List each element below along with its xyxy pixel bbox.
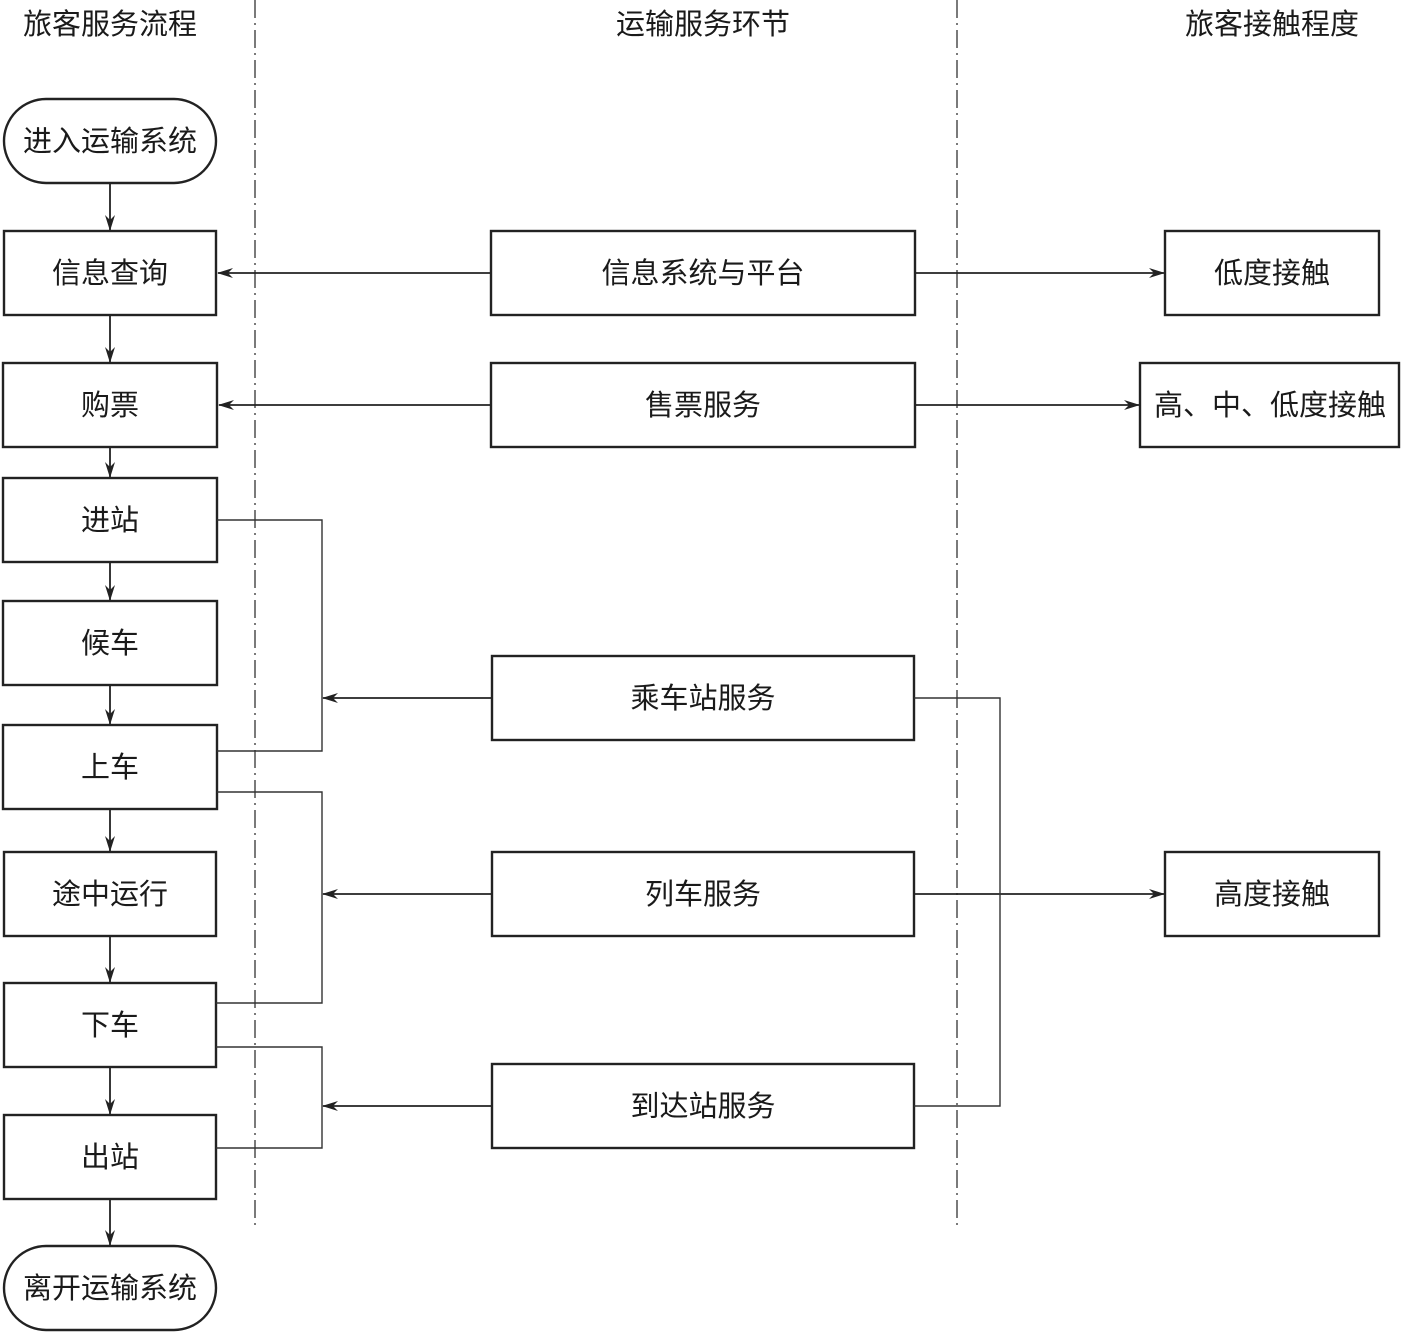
process-step-label: 出站 [81,1140,139,1174]
contact-level-label: 高、中、低度接触 [1154,388,1386,422]
terminator-end-label: 离开运输系统 [23,1271,197,1305]
contact-level-box: 低度接触 [1163,229,1381,317]
process-step: 进站 [1,476,219,564]
terminator-start-label: 进入运输系统 [23,124,197,158]
service-box-label: 信息系统与平台 [601,256,804,290]
process-step: 候车 [1,599,219,687]
contact-level-box: 高度接触 [1163,850,1381,938]
contact-level-box: 高、中、低度接触 [1138,361,1401,449]
process-step-label: 上车 [81,750,139,784]
process-step: 购票 [1,361,219,449]
contact-level-label: 低度接触 [1214,256,1330,290]
process-step: 出站 [2,1113,218,1201]
column-header-contact: 旅客接触程度 [1185,7,1359,41]
process-step: 下车 [2,981,218,1069]
bracket-station-services [914,697,1001,1107]
service-box: 信息系统与平台 [489,229,917,317]
service-box-label: 列车服务 [645,877,761,911]
service-box: 列车服务 [490,850,916,938]
terminator-end: 离开运输系统 [2,1244,218,1332]
bracket-train-service [216,791,323,1004]
process-step: 上车 [1,723,219,811]
process-step: 信息查询 [2,229,218,317]
service-box-label: 乘车站服务 [630,681,775,715]
process-step-label: 途中运行 [52,877,168,911]
column-header-service: 运输服务环节 [616,7,790,41]
process-step-label: 下车 [81,1008,139,1042]
service-box: 乘车站服务 [490,654,916,742]
process-step: 途中运行 [2,850,218,938]
service-box: 到达站服务 [490,1062,916,1150]
terminator-start: 进入运输系统 [2,97,218,185]
process-step-label: 信息查询 [52,256,168,290]
bracket-departure-station [217,519,323,752]
contact-level-label: 高度接触 [1214,877,1330,911]
column-header-process: 旅客服务流程 [23,7,197,41]
process-step-label: 候车 [81,626,139,660]
process-step-label: 购票 [81,388,139,422]
bracket-arrival-station [216,1046,323,1149]
process-step-label: 进站 [81,503,139,537]
service-box-label: 售票服务 [645,388,761,422]
service-box: 售票服务 [489,361,917,449]
service-box-label: 到达站服务 [630,1089,775,1123]
